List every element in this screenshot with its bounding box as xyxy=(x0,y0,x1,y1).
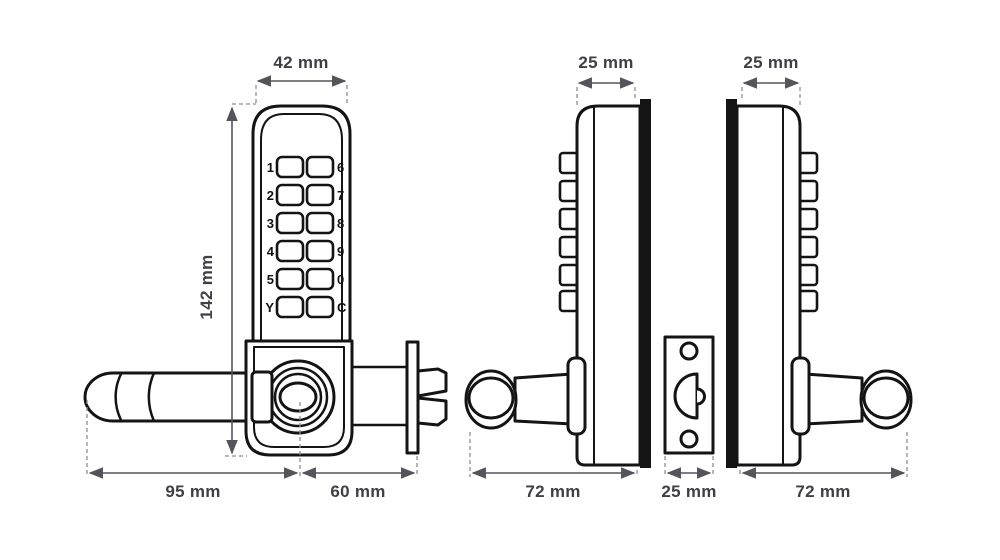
latch-screw-hole-top xyxy=(679,341,699,361)
dim-inside-total: 72 mm xyxy=(739,432,908,501)
keypad-button-0 xyxy=(305,267,335,291)
button-bump xyxy=(558,207,580,231)
dimension-label: 72 mm xyxy=(525,482,580,501)
dim-front-latch: 60 mm xyxy=(301,456,418,501)
front-view: 1 2 3 4 5 Y 6 7 8 9 0 C xyxy=(83,104,448,457)
outside-handle-flange xyxy=(566,356,587,436)
dimension-label: 142 mm xyxy=(197,254,216,319)
outside-knob-face xyxy=(467,376,515,420)
handle-grip-line-1 xyxy=(114,372,123,422)
outside-handle-arm xyxy=(513,372,574,426)
keypad-button-4 xyxy=(275,239,305,263)
spindle-boss xyxy=(278,381,318,413)
dimension-label: 25 mm xyxy=(661,482,716,501)
lever-handle xyxy=(83,371,264,423)
latch-faceplate-edge xyxy=(405,340,420,455)
keypad-button-9 xyxy=(305,239,335,263)
dim-outside-depth: 25 mm xyxy=(576,53,636,107)
dimension-label: 25 mm xyxy=(743,53,798,72)
latch-bolt-profile xyxy=(673,372,699,420)
keypad-digit: 8 xyxy=(337,216,344,231)
dimension-label: 42 mm xyxy=(273,53,328,72)
inside-knob-face xyxy=(862,376,910,420)
keypad-digit: 7 xyxy=(337,188,344,203)
button-bump xyxy=(797,151,819,175)
keypad-button-8 xyxy=(305,211,335,235)
keypad-button-1 xyxy=(275,155,305,179)
button-bump xyxy=(797,207,819,231)
keypad-digit: 3 xyxy=(267,216,274,231)
dimension-label: 72 mm xyxy=(795,482,850,501)
handle-collar xyxy=(250,370,274,424)
button-bump xyxy=(797,263,819,287)
lock-body-front-inner xyxy=(260,113,343,352)
keypad-button-C xyxy=(305,295,335,319)
button-bump xyxy=(797,179,819,203)
dim-inside-depth: 25 mm xyxy=(741,53,801,107)
button-bump xyxy=(558,263,580,287)
keypad-digit: 6 xyxy=(337,160,344,175)
outside-gasket-strip xyxy=(640,99,651,468)
button-bump xyxy=(797,235,819,259)
inside-gasket-strip xyxy=(726,99,737,468)
latch-plate-view xyxy=(663,335,715,455)
keypad-digit: 5 xyxy=(267,272,274,287)
button-bump xyxy=(558,235,580,259)
dim-latch-width: 25 mm xyxy=(661,456,716,501)
dim-outside-total: 72 mm xyxy=(469,432,638,501)
button-bump xyxy=(797,289,819,313)
keypad-digit: 9 xyxy=(337,244,344,259)
keypad-digit: 4 xyxy=(267,244,275,259)
button-bump xyxy=(558,289,580,313)
button-bumps-inside xyxy=(797,151,819,313)
keypad-digit: C xyxy=(337,300,347,315)
dim-front-width: 42 mm xyxy=(232,53,348,106)
hub-inner-ring xyxy=(273,372,323,422)
latch-screw-hole-bottom xyxy=(679,429,699,449)
keypad-button-5 xyxy=(275,267,305,291)
dimensions: 42 mm 142 mm 95 mm 60 mm 25 mm xyxy=(86,53,908,501)
keypad-digit: 2 xyxy=(267,188,274,203)
dimension-label: 25 mm xyxy=(578,53,633,72)
keypad-digit: 0 xyxy=(337,272,344,287)
dim-front-height: 142 mm xyxy=(197,106,247,457)
keypad-button-6 xyxy=(305,155,335,179)
dimension-label: 60 mm xyxy=(330,482,385,501)
button-bump xyxy=(558,151,580,175)
latch-bolt-upper xyxy=(416,367,448,398)
handle-grip-line-2 xyxy=(147,371,156,423)
inside-handle-arm xyxy=(803,372,864,426)
keypad-button-7 xyxy=(305,183,335,207)
inside-side-view xyxy=(726,99,913,468)
lock-bottom-plate-inner xyxy=(253,346,345,448)
keypad-button-2 xyxy=(275,183,305,207)
outside-side-view xyxy=(464,99,651,468)
button-bumps-outside xyxy=(558,151,580,313)
keypad: 1 2 3 4 5 Y 6 7 8 9 0 C xyxy=(265,155,347,319)
dimension-label: 95 mm xyxy=(165,482,220,501)
button-bump xyxy=(558,179,580,203)
keypad-button-3 xyxy=(275,211,305,235)
latch-bolt-tip xyxy=(695,387,706,406)
keypad-button-Y xyxy=(275,295,305,319)
keypad-digit: Y xyxy=(265,300,274,315)
keypad-digit: 1 xyxy=(267,160,274,175)
inside-handle-flange xyxy=(790,356,811,436)
dim-front-handle: 95 mm xyxy=(86,400,301,501)
latch-bolt-lower xyxy=(416,396,448,427)
